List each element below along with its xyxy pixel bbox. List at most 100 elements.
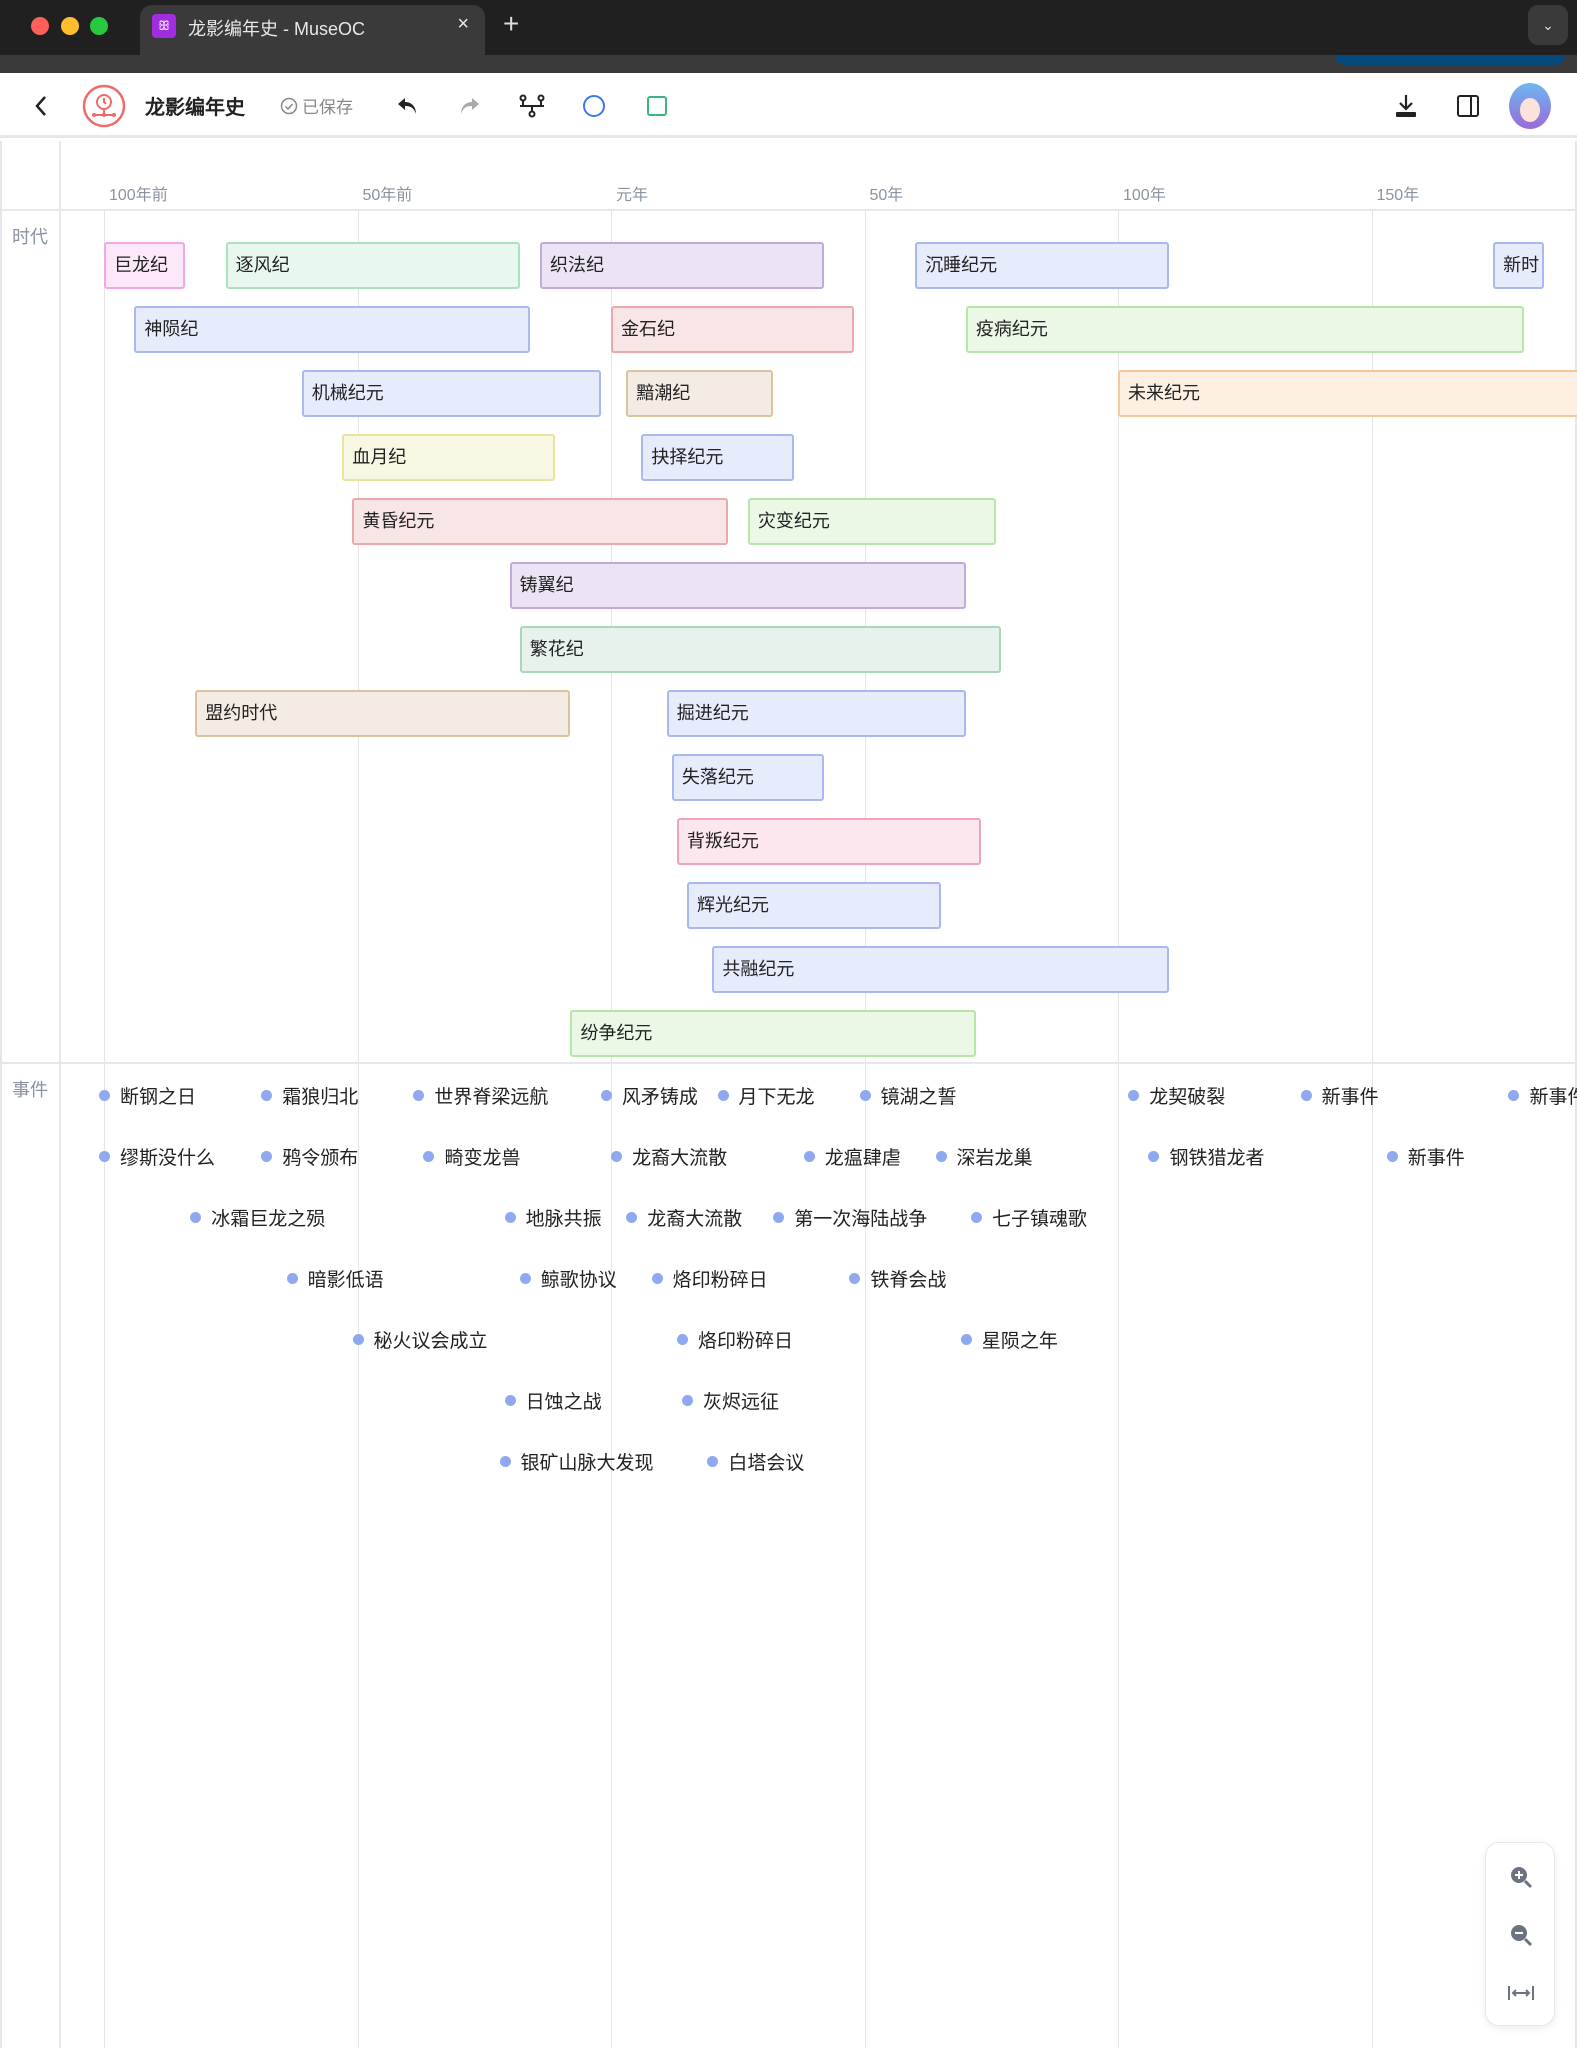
- event-item[interactable]: 钢铁猎龙者: [1148, 1141, 1265, 1171]
- era-bar[interactable]: 疫病纪元: [965, 306, 1524, 353]
- event-label: 烙印粉碎日: [672, 1269, 768, 1291]
- event-item[interactable]: 新事件: [1508, 1080, 1577, 1110]
- new-tab-button[interactable]: +: [503, 8, 520, 39]
- era-bar[interactable]: 黄昏纪元: [352, 498, 728, 545]
- events-section-label: 事件: [12, 1080, 48, 1100]
- event-item[interactable]: 鲸歌协议: [519, 1263, 617, 1293]
- era-bar[interactable]: 掘进纪元: [666, 690, 966, 737]
- era-bar[interactable]: 辉光纪元: [687, 882, 941, 929]
- axis-tick-label: 50年: [869, 187, 904, 204]
- era-bar[interactable]: 黯潮纪: [626, 370, 774, 417]
- close-tab-icon[interactable]: ×: [457, 13, 469, 35]
- era-bar[interactable]: 共融纪元: [712, 946, 1169, 993]
- toggle-panel-button[interactable]: [1454, 73, 1482, 138]
- event-item[interactable]: 鸦令颁布: [261, 1141, 358, 1171]
- event-item[interactable]: 星陨之年: [960, 1324, 1058, 1354]
- event-dot-icon: [261, 1150, 273, 1162]
- event-item[interactable]: 月下无龙: [717, 1080, 815, 1110]
- event-item[interactable]: 日蚀之战: [504, 1385, 602, 1415]
- browser-tab[interactable]: ꕥ 龙影编年史 - MuseOC ×: [140, 5, 485, 55]
- event-item[interactable]: 秘火议会成立: [352, 1324, 488, 1354]
- era-bar[interactable]: 血月纪: [342, 434, 556, 481]
- add-branch-button[interactable]: [517, 73, 547, 138]
- event-dot-icon: [423, 1150, 435, 1162]
- event-item[interactable]: 第一次海陆战争: [773, 1202, 927, 1232]
- event-item[interactable]: 缪斯没什么: [99, 1141, 215, 1171]
- event-dot-icon: [190, 1211, 202, 1223]
- event-item[interactable]: 灰烬远征: [682, 1385, 779, 1415]
- redo-button[interactable]: [455, 73, 483, 138]
- era-bar[interactable]: 繁花纪: [519, 626, 1002, 673]
- era-bar[interactable]: 神陨纪: [134, 306, 530, 353]
- user-avatar[interactable]: [1507, 73, 1553, 138]
- add-era-button[interactable]: [643, 73, 671, 138]
- event-item[interactable]: 七子镇魂歌: [971, 1202, 1087, 1232]
- era-label: 机械纪元: [311, 383, 384, 403]
- event-item[interactable]: 冰霜巨龙之殒: [190, 1202, 325, 1232]
- era-bar[interactable]: 织法纪: [540, 242, 824, 289]
- minimize-window-button[interactable]: [61, 17, 79, 35]
- document-title[interactable]: 龙影编年史: [145, 97, 245, 119]
- event-item[interactable]: 银矿山脉大发现: [499, 1446, 654, 1476]
- era-bar[interactable]: 沉睡纪元: [915, 242, 1169, 289]
- era-bar[interactable]: 新时: [1493, 242, 1544, 289]
- event-item[interactable]: 深岩龙巢: [935, 1141, 1033, 1171]
- era-bar[interactable]: 逐风纪: [225, 242, 520, 289]
- add-event-button[interactable]: [580, 73, 608, 138]
- event-label: 龙裔大流散: [632, 1147, 728, 1169]
- gridline: [611, 210, 612, 2048]
- era-bar[interactable]: 背叛纪元: [676, 818, 982, 865]
- event-item[interactable]: 烙印粉碎日: [676, 1324, 793, 1354]
- event-item[interactable]: 畸变龙兽: [423, 1141, 520, 1171]
- maximize-window-button[interactable]: [90, 17, 108, 35]
- era-bar[interactable]: 机械纪元: [301, 370, 601, 417]
- event-item[interactable]: 龙裔大流散: [626, 1202, 742, 1232]
- event-dot-icon: [611, 1150, 623, 1162]
- event-item[interactable]: 烙印粉碎日: [651, 1263, 768, 1293]
- zoom-in-button[interactable]: [1486, 1857, 1556, 1897]
- close-window-button[interactable]: [31, 17, 49, 35]
- event-item[interactable]: 断钢之日: [99, 1080, 196, 1110]
- download-icon: [1396, 94, 1416, 117]
- event-label: 畸变龙兽: [444, 1147, 521, 1169]
- event-item[interactable]: 新事件: [1386, 1141, 1465, 1171]
- event-item[interactable]: 地脉共振: [504, 1202, 602, 1232]
- event-item[interactable]: 白塔会议: [707, 1446, 804, 1476]
- era-label: 抉择纪元: [651, 447, 724, 467]
- era-bar[interactable]: 抉择纪元: [641, 434, 794, 481]
- event-item[interactable]: 镜湖之誓: [859, 1080, 957, 1110]
- event-item[interactable]: 新事件: [1300, 1080, 1379, 1110]
- event-label: 白塔会议: [728, 1452, 805, 1474]
- era-bar[interactable]: 失落纪元: [671, 754, 824, 801]
- era-label: 沉睡纪元: [925, 255, 998, 275]
- event-label: 暗影低语: [307, 1269, 384, 1291]
- fit-width-button[interactable]: [1486, 1973, 1556, 2013]
- era-bar[interactable]: 盟约时代: [195, 690, 571, 737]
- event-item[interactable]: 世界脊梁远航: [413, 1080, 548, 1110]
- era-bar[interactable]: 铸翼纪: [509, 562, 966, 609]
- event-item[interactable]: 风矛铸成: [600, 1080, 698, 1110]
- axis-divider: [2, 209, 1575, 211]
- event-label: 日蚀之战: [525, 1391, 602, 1413]
- era-bar[interactable]: 巨龙纪: [104, 242, 186, 289]
- back-button[interactable]: [26, 73, 56, 138]
- butterfly-icon: ꕥ: [152, 14, 176, 38]
- tab-menu-button[interactable]: ⌄: [1528, 5, 1568, 45]
- era-bar[interactable]: 纷争纪元: [570, 1010, 977, 1057]
- event-item[interactable]: 铁脊会战: [849, 1263, 946, 1293]
- event-item[interactable]: 龙裔大流散: [611, 1141, 727, 1171]
- event-dot-icon: [504, 1211, 516, 1223]
- era-bar[interactable]: 金石纪: [611, 306, 855, 353]
- event-item[interactable]: 龙契破裂: [1128, 1080, 1225, 1110]
- download-button[interactable]: [1392, 73, 1420, 138]
- era-label: 织法纪: [550, 255, 605, 275]
- undo-button[interactable]: [394, 73, 422, 138]
- event-item[interactable]: 霜狼归北: [261, 1080, 358, 1110]
- era-bar[interactable]: 未来纪元: [1118, 370, 1577, 417]
- browser-action[interactable]: [1335, 55, 1565, 65]
- event-item[interactable]: 暗影低语: [286, 1263, 384, 1293]
- era-bar[interactable]: 灾变纪元: [747, 498, 997, 545]
- zoom-out-button[interactable]: [1486, 1915, 1556, 1955]
- event-item[interactable]: 龙瘟肆虐: [803, 1141, 901, 1171]
